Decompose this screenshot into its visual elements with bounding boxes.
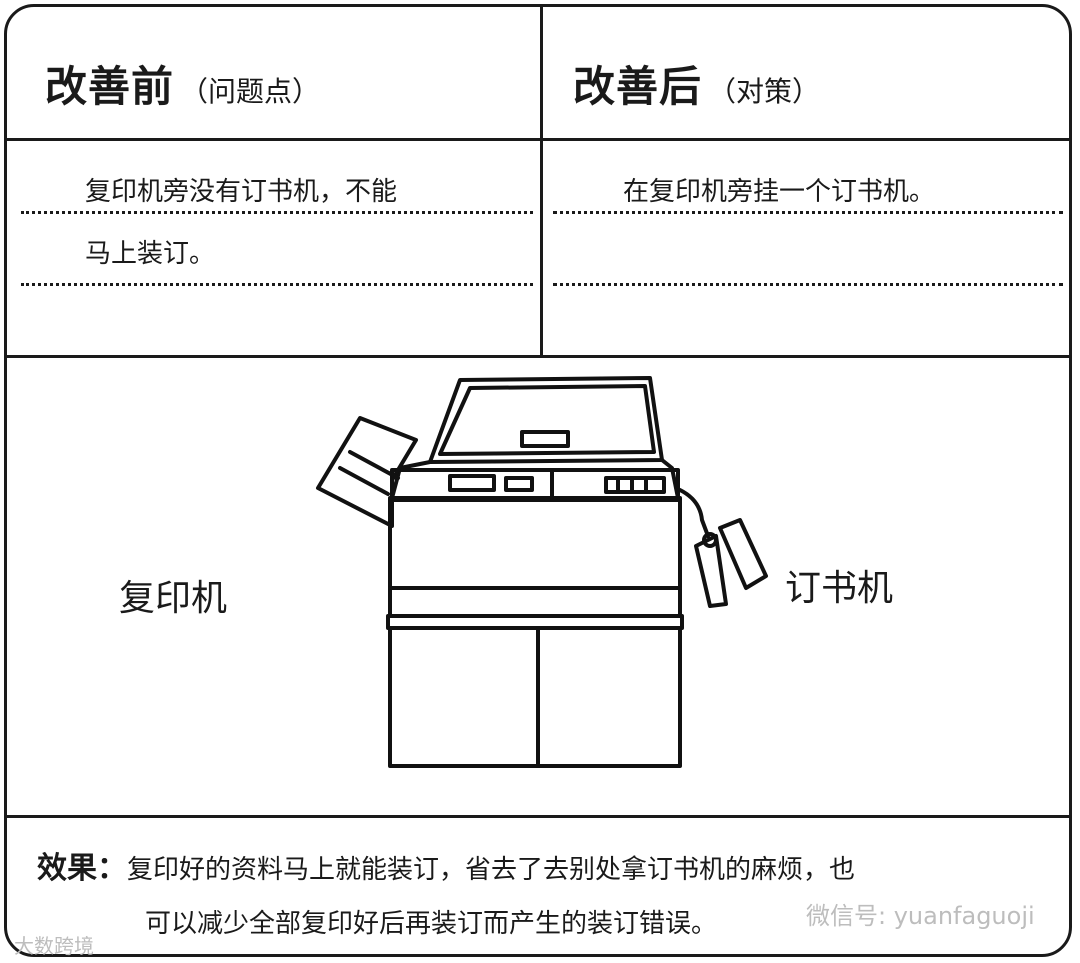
before-dotted-line-2: [21, 283, 533, 286]
effect-line-1: 效果：复印好的资料马上就能装订，省去了去别处拿订书机的麻烦，也: [37, 843, 855, 887]
effect-line-2: 可以减少全部复印好后再装订而产生的装订错误。: [145, 909, 718, 939]
after-title: 改善后: [573, 62, 703, 111]
stapler-cord: [678, 488, 710, 538]
diagram-bottom-divider: [7, 815, 1069, 818]
before-text-line-2: 马上装订。: [85, 239, 216, 269]
copier-body: [388, 496, 682, 618]
copier-label: 复印机: [119, 578, 228, 619]
after-text-line-1: 在复印机旁挂一个订书机。: [623, 177, 936, 207]
stapler: [718, 518, 768, 590]
lid-handle: [520, 430, 570, 448]
before-header: 改善前（问题点）: [45, 53, 320, 114]
after-dotted-line-2: [553, 283, 1063, 286]
control-button-b: [504, 476, 534, 492]
before-subtitle: （问题点）: [180, 75, 321, 108]
copier-cabinet: [388, 626, 682, 768]
after-dotted-line-1: [553, 211, 1063, 214]
after-header: 改善后（对策）: [573, 53, 820, 114]
effect-text-1: 复印好的资料马上就能装订，省去了去别处拿订书机的麻烦，也: [127, 855, 856, 885]
comparison-card: 改善前（问题点） 改善后（对策） 复印机旁没有订书机，不能 马上装订。 在复印机…: [4, 4, 1072, 957]
copier-lid: [428, 376, 664, 464]
effect-label: 效果：: [37, 851, 127, 886]
copier-illustration: [316, 376, 768, 768]
control-keypad: [604, 476, 666, 494]
watermark-left: 大数跨境: [14, 934, 94, 958]
after-subtitle: （对策）: [708, 75, 821, 108]
before-dotted-line-1: [21, 211, 533, 214]
paper-tray: [316, 416, 418, 528]
control-button-a: [448, 474, 496, 492]
header-divider: [7, 138, 1069, 141]
watermark-right: 微信号: yuanfaguoji: [806, 902, 1035, 930]
column-divider: [540, 7, 543, 355]
stapler-label: 订书机: [785, 568, 894, 609]
table-bottom-divider: [7, 355, 1069, 358]
before-title: 改善前: [45, 62, 175, 111]
before-text-line-1: 复印机旁没有订书机，不能: [85, 177, 398, 207]
